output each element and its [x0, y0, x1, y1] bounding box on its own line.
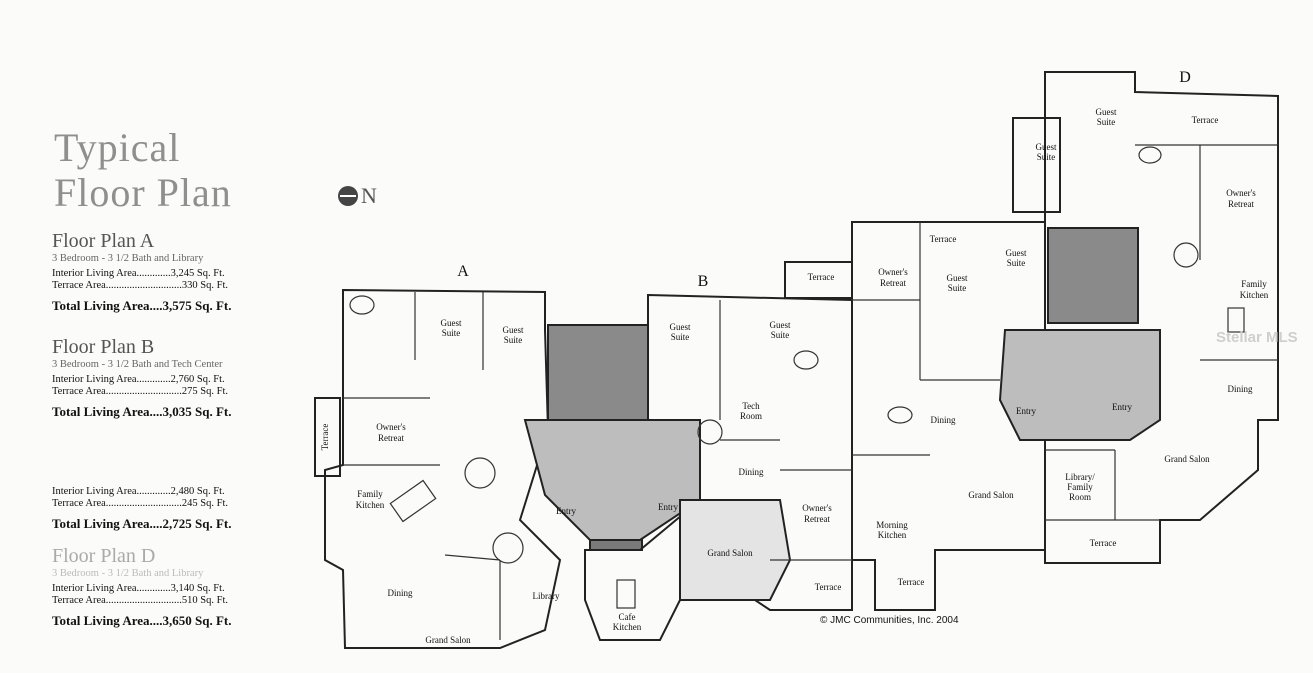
room-label: Grand Salon [1164, 454, 1210, 464]
room-label: Owner's [802, 503, 832, 513]
room-label: Kitchen [1240, 290, 1269, 300]
unit-label-a: A [457, 263, 469, 280]
room-label: Dining [930, 415, 956, 425]
copyright-notice: © JMC Communities, Inc. 2004 [820, 615, 959, 626]
plan-c-summary: Interior Living Area.............2,480 S… [52, 486, 302, 532]
room-label: Kitchen [356, 500, 385, 510]
page-title-line2: Floor Plan [54, 170, 232, 215]
unit-a-outline [324, 288, 562, 649]
plan-subtitle: 3 Bedroom - 3 1/2 Bath and Tech Center [52, 359, 223, 370]
room-label: Library/ [1065, 472, 1095, 482]
room-label: Room [740, 411, 762, 421]
room-label: Cafe [619, 612, 636, 622]
room-label: Suite [671, 332, 690, 342]
room-label: Terrace [808, 272, 835, 282]
plan-name: Floor Plan D [52, 545, 156, 567]
room-label: Kitchen [878, 530, 907, 540]
room-label: Suite [1037, 152, 1056, 162]
room-label: Guest [947, 273, 968, 283]
room-label: Owner's [376, 422, 406, 432]
unit-d-tower-left [1012, 117, 1061, 213]
total-area: Total Living Area....3,035 Sq. Ft. [52, 404, 232, 419]
plan-b-summary: Floor Plan B 3 Bedroom - 3 1/2 Bath and … [52, 336, 302, 420]
unit-d-hall [998, 329, 1161, 441]
interior-area: Interior Living Area.............2,760 S… [52, 374, 225, 385]
plan-name: Floor Plan B [52, 336, 155, 358]
room-label: Suite [771, 330, 790, 340]
room-label: Guest [441, 318, 462, 328]
room-label: Retreat [804, 514, 830, 524]
interior-area: Interior Living Area.............3,140 S… [52, 583, 225, 594]
terrace-area: Terrace Area............................… [52, 498, 228, 509]
room-label: Dining [738, 467, 764, 477]
room-label: Room [1069, 492, 1091, 502]
room-label: Grand Salon [968, 490, 1014, 500]
room-label: Family [1241, 279, 1267, 289]
unit-a-terrace-left [314, 397, 341, 477]
room-label: Retreat [880, 278, 906, 288]
room-label: Terrace [1192, 115, 1219, 125]
total-area: Total Living Area....2,725 Sq. Ft. [52, 516, 232, 531]
room-label: Morning [876, 520, 908, 530]
room-label: Terrace [320, 424, 330, 451]
room-label: Suite [1007, 258, 1026, 268]
room-label: Suite [504, 335, 523, 345]
stair-core [547, 324, 649, 436]
plan-name: Floor Plan A [52, 230, 155, 252]
plan-a-summary: Floor Plan A 3 Bedroom - 3 1/2 Bath and … [52, 230, 302, 314]
room-label: Dining [1227, 384, 1253, 394]
unit-label-d: D [1179, 69, 1191, 86]
room-label: Suite [1097, 117, 1116, 127]
plan-subtitle: 3 Bedroom - 3 1/2 Bath and Library [52, 253, 204, 264]
compass-arrow-icon [338, 186, 358, 206]
total-area: Total Living Area....3,575 Sq. Ft. [52, 298, 232, 313]
room-label: Suite [948, 283, 967, 293]
room-label: Kitchen [613, 622, 642, 632]
room-label: Retreat [378, 433, 404, 443]
room-label: Dining [387, 588, 413, 598]
room-label: Terrace [815, 582, 842, 592]
north-compass: N [338, 183, 377, 209]
terrace-area: Terrace Area............................… [52, 595, 228, 606]
page-title-line1: Typical [54, 125, 181, 170]
room-label: Entry [658, 502, 678, 512]
unit-d-stair [1047, 227, 1139, 324]
room-label: Owner's [1226, 188, 1256, 198]
room-label: Grand Salon [425, 635, 471, 645]
room-label: Suite [442, 328, 461, 338]
room-label: Guest [670, 322, 691, 332]
room-label: Guest [1096, 107, 1117, 117]
terrace-area: Terrace Area............................… [52, 386, 228, 397]
unit-d-outline [1044, 71, 1279, 564]
room-label: Tech [742, 401, 760, 411]
unit-label-b: B [698, 273, 709, 290]
room-label: Grand Salon [707, 548, 753, 558]
room-label: Entry [1016, 406, 1036, 416]
unit-b-salon [679, 499, 792, 601]
room-label: Family [357, 489, 383, 499]
room-label: Library [533, 591, 560, 601]
mls-watermark: Stellar MLS [1216, 329, 1298, 346]
plan-subtitle: 3 Bedroom - 3 1/2 Bath and Library [52, 568, 204, 579]
plan-d-summary: Floor Plan D 3 Bedroom - 3 1/2 Bath and … [52, 545, 302, 629]
room-label: Guest [503, 325, 524, 335]
compass-label: N [361, 183, 377, 208]
room-label: Owner's [878, 267, 908, 277]
room-label: Terrace [898, 577, 925, 587]
interior-area: Interior Living Area.............2,480 S… [52, 486, 225, 497]
room-label: Guest [770, 320, 791, 330]
room-label: Family [1067, 482, 1093, 492]
room-label: Terrace [1090, 538, 1117, 548]
interior-area: Interior Living Area.............3,245 S… [52, 268, 225, 279]
unit-b-outline [584, 293, 853, 641]
room-label: Guest [1036, 142, 1057, 152]
total-area: Total Living Area....3,650 Sq. Ft. [52, 613, 232, 628]
room-label: Terrace [930, 234, 957, 244]
room-label: Retreat [1228, 199, 1254, 209]
room-label: Guest [1006, 248, 1027, 258]
terrace-area: Terrace Area............................… [52, 280, 228, 291]
room-label: Entry [556, 506, 576, 516]
room-label: Entry [1112, 402, 1132, 412]
